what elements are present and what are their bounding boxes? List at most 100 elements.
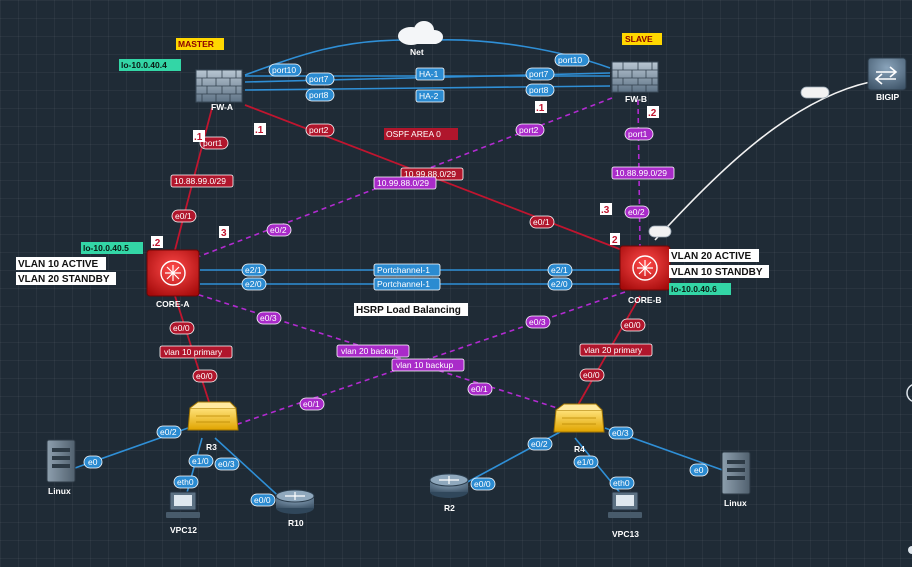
coreb-e20-label: e2/0 xyxy=(551,279,568,289)
fwb-port2-label: port2 xyxy=(519,125,539,135)
hsrp-label: HSRP Load Balancing xyxy=(356,305,461,316)
bigip-device[interactable]: BIGIP xyxy=(867,57,907,102)
corea-vlan10-label: VLAN 10 ACTIVE xyxy=(18,259,99,270)
fwa-port1-label: port1 xyxy=(203,138,223,148)
link-coreb-bigip[interactable] xyxy=(654,81,871,241)
corea-switch[interactable]: CORE-A xyxy=(146,249,200,309)
corea-e02-label: e0/2 xyxy=(270,225,287,235)
r4-e00-label: e0/0 xyxy=(583,370,600,380)
num-fwb-port2: .1 xyxy=(536,103,545,114)
bigip-link-pill-1 xyxy=(800,86,830,99)
r3-e02-label: e0/2 xyxy=(160,427,177,437)
fwb-port8-label: port8 xyxy=(529,85,549,95)
linux-right-label: Linux xyxy=(724,498,747,508)
r3-e10-label: e1/0 xyxy=(192,456,209,466)
num-coreb-e02: .3 xyxy=(601,205,610,216)
vlan20-backup-label: vlan 20 backup xyxy=(341,346,398,356)
r10-e00-label: e0/0 xyxy=(254,495,271,505)
coreb-e03-label: e0/3 xyxy=(529,317,546,327)
slave-label: SLAVE xyxy=(625,34,653,44)
fwa-label: FW-A xyxy=(211,102,233,112)
port-labels: port10 port7 port8 port10 port7 port8 HA… xyxy=(83,53,830,507)
linux-right-server[interactable]: Linux xyxy=(721,451,751,508)
r3-label: R3 xyxy=(206,442,217,452)
portchannel-1-label: Portchannel-1 xyxy=(377,265,430,275)
fwa-port8-label: port8 xyxy=(309,90,329,100)
linux-left-e0-label: e0 xyxy=(88,457,98,467)
link-fwb-corea[interactable] xyxy=(194,97,613,259)
corea-e01-label: e0/1 xyxy=(175,211,192,221)
annotations: MASTER SLAVE lo-10.0.40.4 lo-10.0.40.5 l… xyxy=(16,33,769,316)
lo-coreb-label: lo-10.0.40.6 xyxy=(671,284,717,294)
fwb-port1-label: port1 xyxy=(628,129,648,139)
link-r3-r10[interactable] xyxy=(214,437,286,503)
corea-vlan20-label: VLAN 20 STANDBY xyxy=(18,274,110,285)
r4-e03-label: e0/3 xyxy=(612,428,629,438)
bigip-label: BIGIP xyxy=(876,92,899,102)
num-fwa-port1: .1 xyxy=(194,132,203,143)
net-b-label: 10.99.88.0/29 xyxy=(404,169,456,179)
coreb-e01-label: e0/1 xyxy=(533,217,550,227)
coreb-switch[interactable]: CORE-B xyxy=(619,245,671,305)
r10-router[interactable]: R10 xyxy=(275,489,315,528)
fwb-port10-label: port10 xyxy=(558,55,582,65)
fwb-port7-label: port7 xyxy=(529,69,549,79)
link-r3-vpc12[interactable] xyxy=(184,437,203,501)
corea-e03-label: e0/3 xyxy=(260,313,277,323)
linux-left-label: Linux xyxy=(48,486,71,496)
r2-router[interactable]: R2 xyxy=(429,473,469,513)
vpc12-pc[interactable]: VPC12 xyxy=(166,491,200,535)
fwb-firewall[interactable]: FW-B xyxy=(611,61,659,104)
coreb-vlan10-label: VLAN 10 STANDBY xyxy=(671,267,763,278)
net-a-label: 10.88.99.0/29 xyxy=(174,176,226,186)
num-corea-e02: 3 xyxy=(221,228,227,239)
net-cloud[interactable]: Net xyxy=(398,21,443,57)
fwa-firewall[interactable]: FW-A xyxy=(195,69,243,112)
r3-e00-label: e0/0 xyxy=(196,371,213,381)
r10-label: R10 xyxy=(288,518,304,528)
link-fwa-fwb-ha2[interactable] xyxy=(244,85,611,91)
vlan10-primary-label: vlan 10 primary xyxy=(164,347,223,357)
portchannel-2-label: Portchannel-1 xyxy=(377,279,430,289)
coreb-e21-label: e2/1 xyxy=(551,265,568,275)
corea-e20-label: e2/0 xyxy=(245,279,262,289)
r2-label: R2 xyxy=(444,503,455,513)
link-fwa-net[interactable] xyxy=(244,39,406,76)
r3-e01-label: e0/1 xyxy=(303,399,320,409)
r4-e01-label: e0/1 xyxy=(471,384,488,394)
r2-e00-label: e0/0 xyxy=(474,479,491,489)
num-fwb-port1: .2 xyxy=(648,108,657,119)
coreb-label: CORE-B xyxy=(628,295,662,305)
fwa-port10-label: port10 xyxy=(272,65,296,75)
link-fwb-net[interactable] xyxy=(434,38,611,69)
link-r4-vpc13[interactable] xyxy=(574,437,627,501)
fwa-port7-label: port7 xyxy=(309,74,329,84)
fwa-port2-label: port2 xyxy=(309,125,329,135)
net-c-label: 10.99.88.0/29 xyxy=(377,178,429,188)
num-corea-e01: .2 xyxy=(152,238,161,249)
r3-switch[interactable]: R3 xyxy=(187,401,239,452)
coreb-e02-label: e0/2 xyxy=(628,207,645,217)
net-label: Net xyxy=(410,47,424,57)
vpc13-label: VPC13 xyxy=(612,529,639,539)
vpc12-label: VPC12 xyxy=(170,525,197,535)
ha2-label: HA-2 xyxy=(419,91,439,101)
linux-left-server[interactable]: Linux xyxy=(46,439,76,496)
vpc13-pc[interactable]: VPC13 xyxy=(608,491,642,539)
net-d-label: 10.88.99.0/29 xyxy=(615,168,667,178)
r3-e03-label: e0/3 xyxy=(218,459,235,469)
fwb-label: FW-B xyxy=(625,94,647,104)
ospf-label: OSPF AREA 0 xyxy=(386,129,441,139)
lo-fwa-label: lo-10.0.40.4 xyxy=(121,60,167,70)
r4-switch[interactable]: R4 xyxy=(553,403,605,454)
r4-label: R4 xyxy=(574,444,585,454)
corea-label: CORE-A xyxy=(156,299,190,309)
num-fwa-port2: .1 xyxy=(255,125,264,136)
vlan10-backup-label: vlan 10 backup xyxy=(396,360,453,370)
lo-corea-label: lo-10.0.40.5 xyxy=(83,243,129,253)
coreb-vlan20-label: VLAN 20 ACTIVE xyxy=(671,251,752,262)
r4-e02-label: e0/2 xyxy=(531,439,548,449)
ha1-label: HA-1 xyxy=(419,69,439,79)
